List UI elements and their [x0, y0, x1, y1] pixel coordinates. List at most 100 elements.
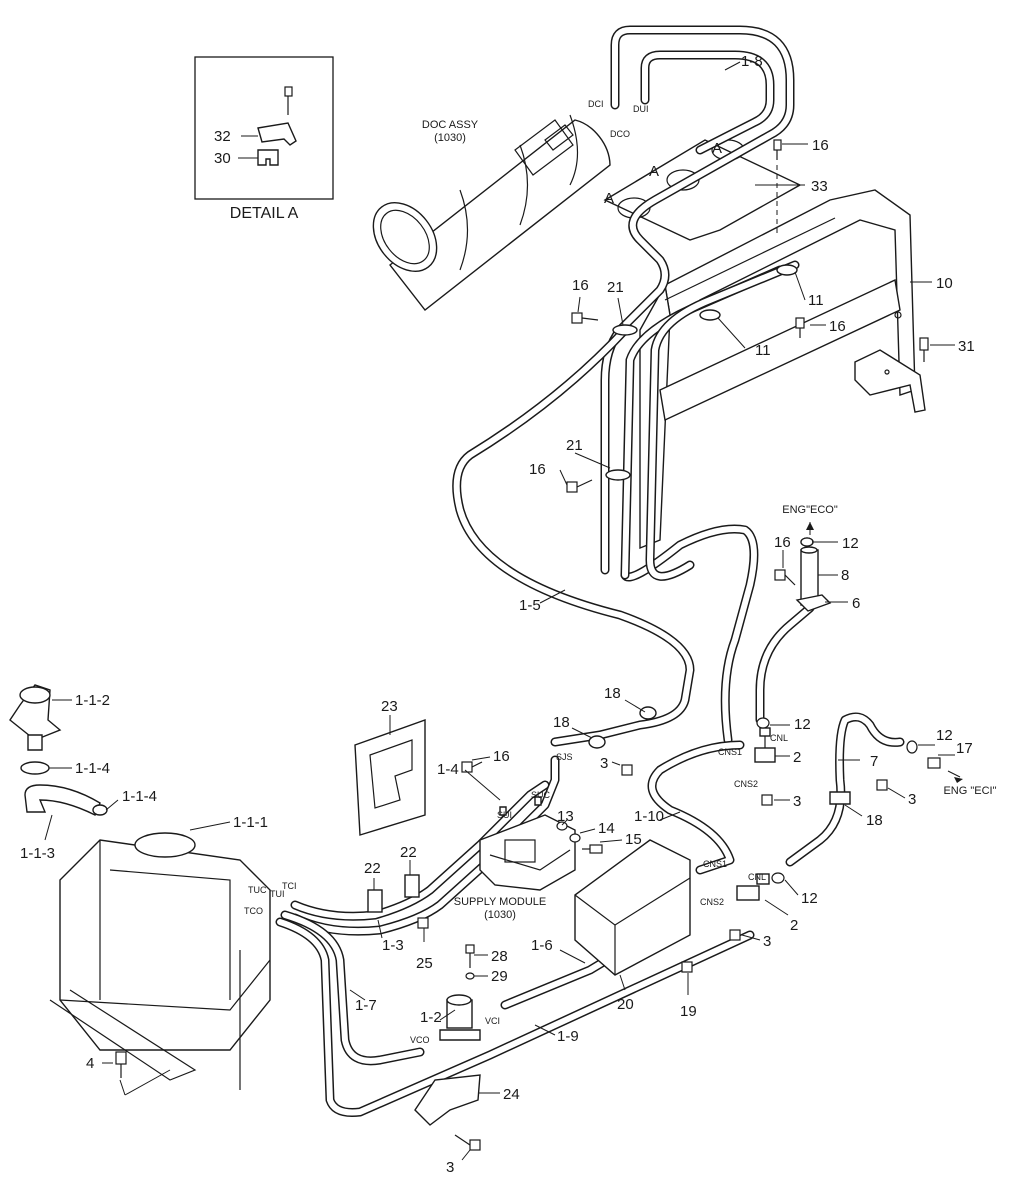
port-labels: DCI DUI DCO CNS1 CNL CNS2 CNS1 CNL CNS2 …: [244, 99, 788, 1045]
callout-3-e: 3: [446, 1159, 454, 1176]
callout-22-b: 22: [400, 844, 417, 861]
tee-fitting-2-upper: [754, 727, 776, 763]
callout-31: 31: [958, 338, 975, 355]
callout-1-7: 1-7: [355, 997, 377, 1014]
callout-numbers: 1-8 16 33 A A A 10 11 11 16 31 16 21 21 …: [20, 53, 975, 1176]
callout-18-b: 18: [553, 714, 570, 731]
arrow-up-icon: [806, 522, 814, 530]
callout-1-1-2: 1-1-2: [75, 692, 110, 709]
callout-13: 13: [557, 808, 574, 825]
callout-1-2: 1-2: [420, 1009, 442, 1026]
bolt-4: [115, 1051, 127, 1078]
fitting-12-right: [906, 740, 918, 754]
port-tci: TCI: [282, 881, 297, 891]
arrow-right-icon: [954, 777, 963, 783]
bolts: [115, 139, 941, 1151]
port-sjs: SJS: [556, 752, 573, 762]
eng-eci-label: ENG "ECI": [943, 785, 996, 797]
clip-1-1-4: [20, 761, 50, 775]
callout-23: 23: [381, 698, 398, 715]
callout-7: 7: [870, 753, 878, 770]
bolt-14: [569, 833, 581, 843]
port-suc: SUC: [531, 790, 551, 800]
callout-1-6: 1-6: [531, 937, 553, 954]
callout-1-1-4-b: 1-1-4: [122, 788, 157, 805]
port-dui: DUI: [633, 104, 649, 114]
gasket-plate-23: [354, 719, 426, 836]
callout-10: 10: [936, 275, 953, 292]
callout-33: 33: [811, 178, 828, 195]
callout-a-2: A: [649, 163, 659, 180]
detail-title: DETAIL A: [230, 205, 299, 222]
washer-29: [465, 972, 475, 980]
callout-21-a: 21: [607, 279, 624, 296]
callout-1-1-4-a: 1-1-4: [75, 760, 110, 777]
callout-4: 4: [86, 1055, 94, 1072]
callout-a-3: A: [604, 190, 614, 207]
port-sui: SUI: [497, 810, 512, 820]
cover-20: [574, 839, 691, 976]
supply-module-number: (1030): [484, 909, 516, 921]
callout-11-b: 11: [755, 342, 771, 359]
port-cnl-top: CNL: [770, 733, 788, 743]
callout-18-a: 18: [604, 685, 621, 702]
detail-bracket: [257, 122, 297, 146]
callout-16-a: 16: [812, 137, 829, 154]
callout-20: 20: [617, 996, 634, 1013]
eng-eco-label: ENG"ECO": [782, 504, 838, 516]
port-cns1-low: CNS1: [703, 859, 727, 869]
callout-16-e: 16: [774, 534, 791, 551]
valve-1-2: [439, 994, 481, 1041]
callout-3-b: 3: [793, 793, 801, 810]
callout-12-c: 12: [936, 727, 953, 744]
bolt-3-c: [876, 779, 888, 791]
detail-a-inset: 32 30 DETAIL A: [194, 56, 334, 222]
callout-1-9: 1-9: [557, 1028, 579, 1045]
elbow-1-1-3: [24, 784, 101, 816]
detail-clamp-bolt: [284, 86, 293, 115]
bolt-13: [556, 821, 568, 831]
callout-3-d: 3: [763, 933, 771, 950]
callout-3-c: 3: [908, 791, 916, 808]
fitting-12-mid: [756, 717, 770, 729]
callout-1-4: 1-4: [437, 761, 459, 778]
callout-29: 29: [491, 968, 508, 985]
callout-17: 17: [956, 740, 973, 757]
callout-16-b: 16: [829, 318, 846, 335]
bolt-16-top: [773, 139, 782, 160]
tee-fitting-2-lower: [736, 873, 770, 901]
callout-28: 28: [491, 948, 508, 965]
callout-15: 15: [625, 831, 642, 848]
bolt-16-mid: [795, 317, 805, 338]
callout-22-a: 22: [364, 860, 381, 877]
bolt-16-left: [571, 312, 599, 324]
captions: SUPPLY MODULE (1030) ENG"ECO" ENG "ECI": [454, 504, 997, 921]
bolt-3-a: [621, 764, 633, 776]
callout-11-a: 11: [808, 292, 824, 309]
callout-25: 25: [416, 955, 433, 972]
callout-a-1: A: [712, 140, 722, 157]
bolt-3-e: [454, 1134, 481, 1151]
fitting-12-low: [771, 872, 785, 884]
bolt-16-pipe: [774, 569, 796, 586]
clamps: [367, 264, 851, 913]
port-cns2-top: CNS2: [734, 779, 758, 789]
callout-1-1-1: 1-1-1: [233, 814, 268, 831]
doc-assy-name: DOC ASSY: [422, 119, 479, 131]
bolt-25: [417, 917, 429, 929]
callout-16-c: 16: [572, 277, 589, 294]
bolt-3-b: [761, 794, 773, 806]
fitting-17: [927, 757, 941, 769]
port-vco: VCO: [410, 1035, 430, 1045]
callout-12-d: 12: [801, 890, 818, 907]
port-cns2-low: CNS2: [700, 897, 724, 907]
pump-head-1-1-2: [9, 684, 62, 751]
callout-1-10: 1-10: [634, 808, 664, 825]
clip-1-1-4-b: [92, 804, 108, 816]
port-cnl-low: CNL: [748, 872, 766, 882]
callout-30: 30: [214, 150, 231, 167]
port-tco: TCO: [244, 906, 263, 916]
callout-1-8: 1-8: [741, 53, 763, 70]
callout-1-3: 1-3: [382, 937, 404, 954]
port-dci: DCI: [588, 99, 604, 109]
